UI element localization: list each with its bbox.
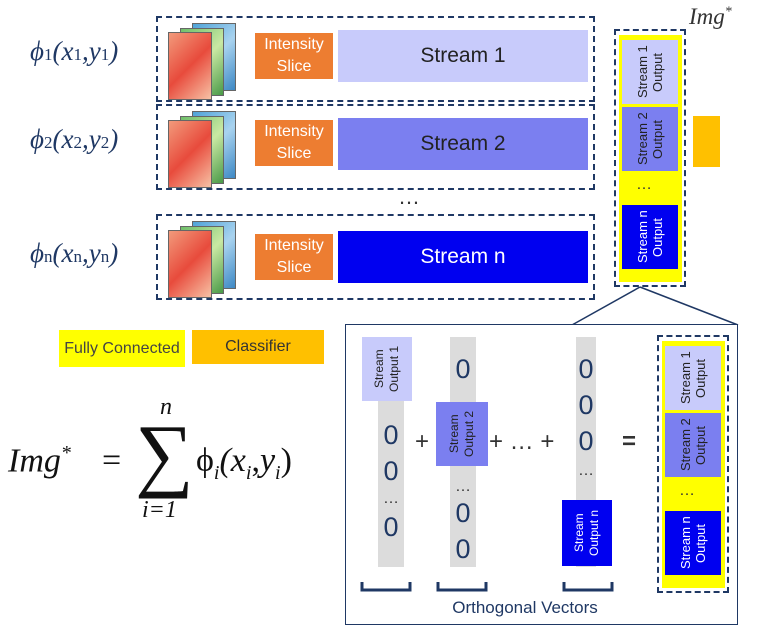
vector-n-dots: … (578, 462, 594, 479)
stream-row-n (156, 214, 595, 300)
formula-sigma: ∑ (135, 408, 194, 499)
formula-sum-top: n (160, 394, 172, 420)
vector-2-dots: … (455, 478, 471, 495)
stream-1-box: Stream 1 (338, 30, 588, 82)
formula-term: ϕi(xi,yi) (196, 442, 292, 484)
image-stack-1 (162, 23, 252, 100)
stream-2-box: Stream 2 (338, 118, 588, 170)
classifier-block (693, 116, 720, 167)
plus-dots-plus: + … + (489, 428, 555, 455)
vector-1-zero: 0 (383, 420, 399, 450)
vector-n-zero: 0 (578, 354, 594, 384)
vector-1-zero: 0 (383, 456, 399, 486)
stream-row-2 (156, 104, 595, 190)
rows-ellipsis: … (398, 184, 420, 209)
vector-2-zero: 0 (455, 498, 471, 528)
vector-n-zero: 0 (578, 390, 594, 420)
output-ellipsis: … (636, 176, 652, 193)
img-star-label: Img* (689, 4, 732, 30)
plus-1: + (415, 428, 430, 455)
equals-sign: = (622, 428, 637, 455)
intensity-slice-n: Intensity Slice (255, 234, 333, 280)
vector-1-dots: … (383, 490, 399, 507)
orthogonal-title: Orthogonal Vectors (452, 598, 598, 617)
vector-2-zero: 0 (455, 534, 471, 564)
image-stack-2 (162, 111, 252, 188)
phi-1-label: ϕ1(x1,y1) (30, 36, 119, 66)
vector-n-zero: 0 (578, 426, 594, 456)
stream-row-1 (156, 16, 595, 102)
phi-n-label: ϕn(xn,yn) (30, 238, 119, 268)
img-star-sup: * (724, 4, 732, 20)
vector-1-zero: 0 (383, 512, 399, 542)
formula-lhs: Img* (8, 442, 71, 480)
phi-2-label: ϕ2(x2,y2) (30, 124, 119, 154)
formula-sum-bottom: i=1 (142, 497, 177, 523)
stream-n-box: Stream n (338, 231, 588, 283)
formula-equals: = (102, 442, 122, 479)
legend-classifier: Classifier (192, 330, 324, 364)
image-stack-n (162, 221, 252, 298)
vector-2-zero: 0 (455, 354, 471, 384)
result-column-frame (657, 335, 729, 593)
result-ellipsis: … (679, 482, 695, 499)
legend-fully-connected: Fully Connected (59, 330, 185, 367)
output-column-frame (614, 29, 686, 287)
intensity-slice-2: Intensity Slice (255, 120, 333, 166)
img-star-base: Img (689, 4, 725, 29)
intensity-slice-1: Intensity Slice (255, 33, 333, 79)
